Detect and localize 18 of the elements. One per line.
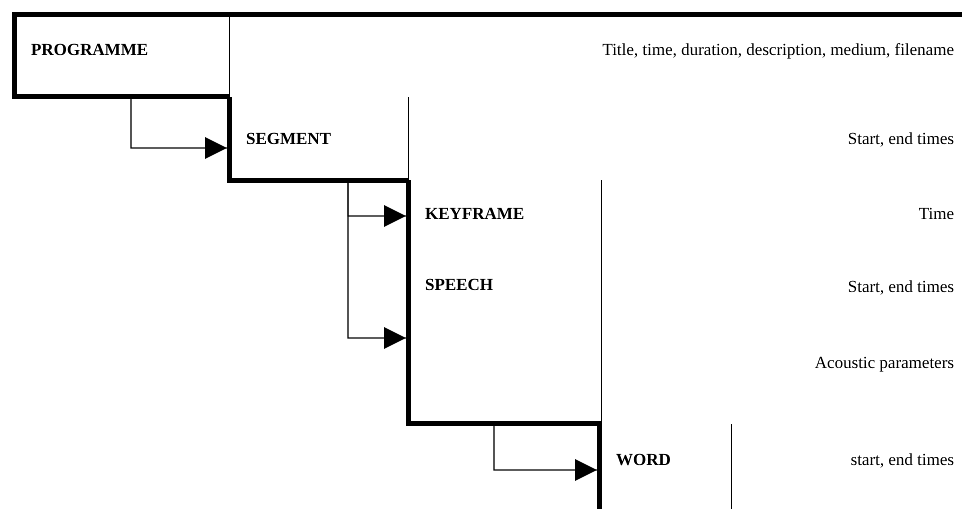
attribute-text: start, end times (850, 450, 954, 470)
attribute-text: Time (918, 204, 954, 224)
arrow (347, 183, 406, 349)
arrow (493, 426, 597, 481)
entity-name-cell (227, 97, 409, 183)
entity-name-cell (597, 424, 732, 509)
entity-name: SEGMENT (246, 129, 332, 149)
entity-name: WORD (616, 450, 671, 470)
entity-name: SPEECH (425, 275, 494, 295)
entity-name-cell (12, 12, 230, 99)
attribute-text: Title, time, duration, description, medium, filename (602, 40, 954, 60)
entity-name: PROGRAMME (31, 40, 148, 60)
attribute-text: Acoustic parameters (814, 353, 954, 373)
attribute-text: Start, end times (848, 277, 954, 297)
arrow (130, 99, 227, 159)
entity-name: KEYFRAME (425, 204, 524, 224)
entity-name-cell (406, 249, 602, 426)
attribute-text: Start, end times (848, 129, 954, 149)
